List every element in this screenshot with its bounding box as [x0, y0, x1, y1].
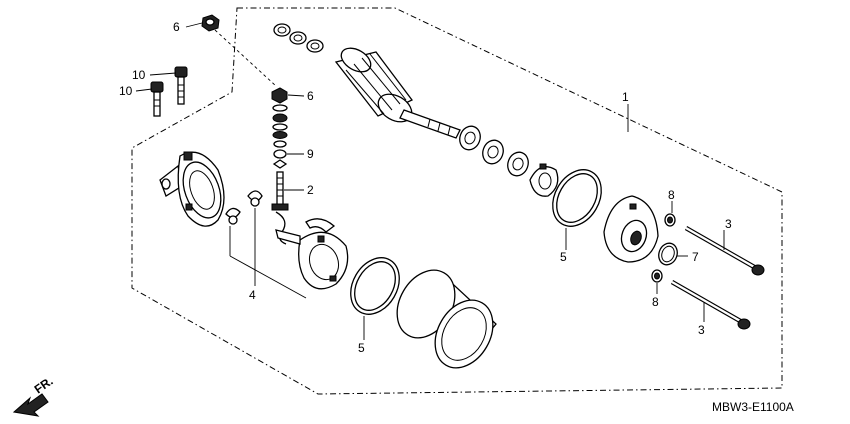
through-bolt-upper	[684, 226, 765, 276]
diagram-ref-code: MBW3-E1100A	[712, 400, 794, 414]
callout-10-upper: 10	[132, 68, 146, 82]
callout-6-top: 6	[173, 20, 180, 34]
yoke-case	[396, 269, 497, 369]
front-cover	[603, 195, 659, 263]
o-ring-small	[658, 242, 678, 266]
assembly-boundary	[131, 7, 783, 395]
callout-1: 1	[622, 90, 629, 104]
nut-top	[201, 14, 220, 32]
callout-6-stack: 6	[307, 89, 314, 103]
o-ring-left	[350, 257, 400, 315]
bolt-lower	[150, 81, 164, 117]
callout-4: 4	[249, 288, 256, 302]
armature-washers-top	[273, 23, 324, 53]
callout-3-upper: 3	[725, 217, 732, 231]
armature	[334, 47, 461, 139]
callout-10-lower: 10	[119, 84, 133, 98]
lock-plate	[529, 163, 559, 197]
through-bolt-lower	[670, 280, 751, 330]
washer-upper	[664, 213, 676, 227]
callout-3-lower: 3	[698, 323, 705, 337]
washer-lower	[651, 269, 663, 283]
callout-5-right: 5	[560, 250, 567, 264]
front-arrow-label: FR.	[32, 374, 56, 397]
callout-8-upper: 8	[668, 188, 675, 202]
callout-2: 2	[307, 183, 314, 197]
callout-9: 9	[307, 147, 314, 161]
armature-washers-middle	[459, 125, 529, 177]
rear-cover	[159, 151, 225, 227]
callout-7: 7	[692, 250, 699, 264]
brush-spring-clips	[225, 190, 263, 225]
terminal-nut-washer-stack	[271, 87, 288, 169]
o-ring-right	[552, 169, 602, 227]
front-direction-arrow: FR.	[12, 374, 56, 417]
callout-5-left: 5	[358, 341, 365, 355]
callout-8-lower: 8	[652, 295, 659, 309]
terminal-bolt	[271, 171, 289, 245]
bolt-upper	[174, 66, 188, 105]
brush-holder-plate	[275, 218, 349, 290]
